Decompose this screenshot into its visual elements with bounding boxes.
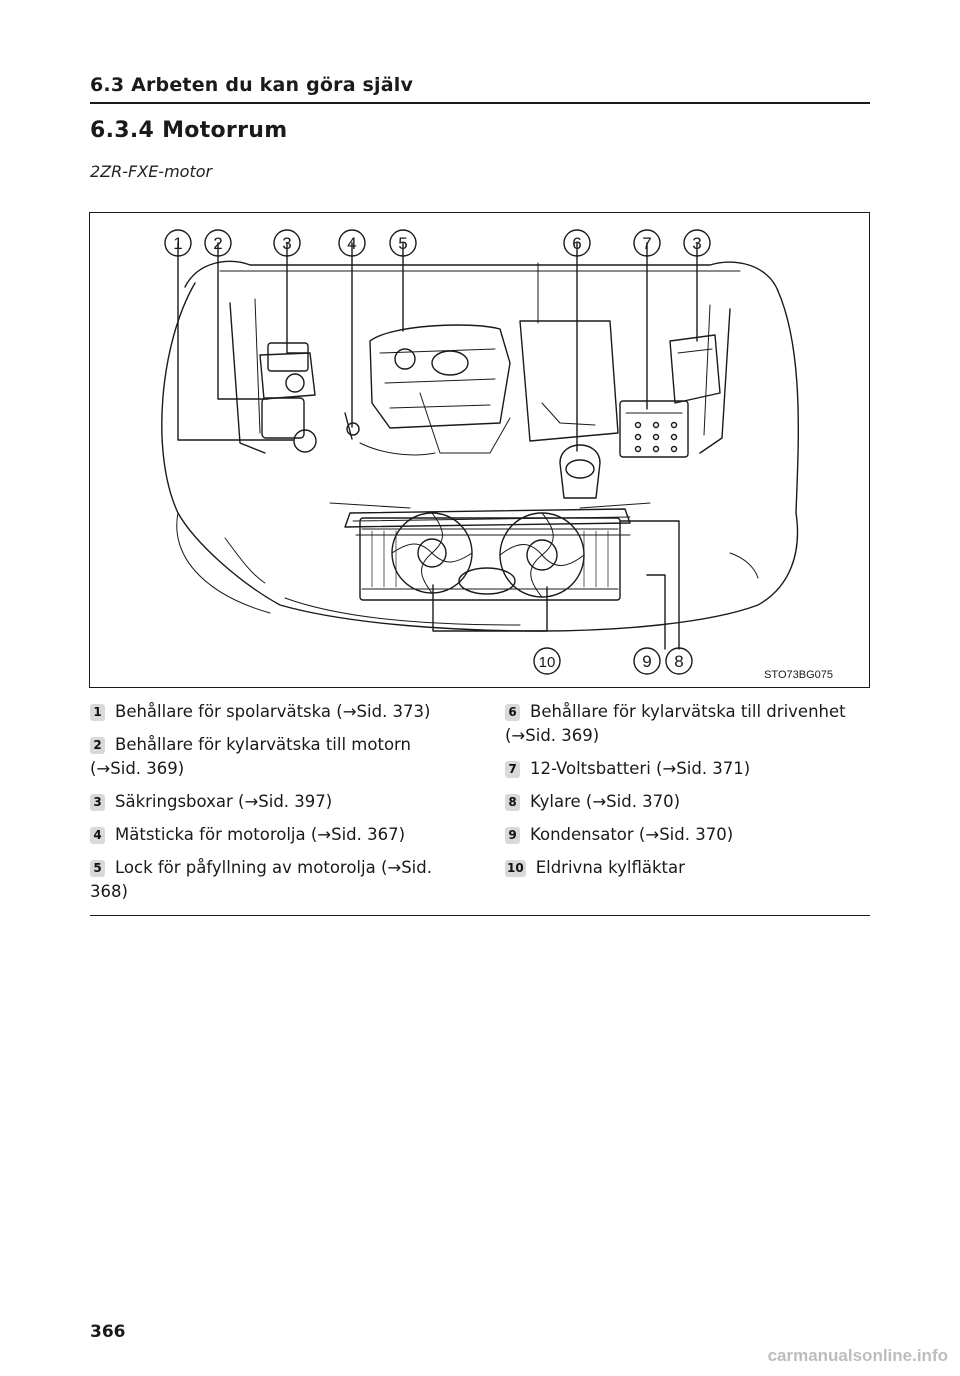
- engine-bay-figure: 1 2 3 4 5 6 7 3 10 9 8 STO73BG075: [89, 212, 870, 688]
- legend-item: 10 Eldrivna kylfläktar: [505, 856, 870, 880]
- item-number-badge: 2: [90, 737, 105, 754]
- item-number-badge: 1: [90, 704, 105, 721]
- callout-label: 3: [692, 234, 701, 253]
- legend-item: 9 Kondensator (→Sid. 370): [505, 823, 870, 847]
- legend-text: Kylare (→Sid. 370): [530, 792, 681, 811]
- callout-label: 1: [173, 234, 182, 253]
- section-header: 6.3 Arbeten du kan göra själv: [90, 74, 414, 96]
- item-number-badge: 7: [505, 761, 520, 778]
- callout-label: 5: [398, 234, 407, 253]
- page-number: 366: [90, 1322, 126, 1342]
- legend-item: 4 Mätsticka för motorolja (→Sid. 367): [90, 823, 465, 847]
- legend-item: 3 Säkringsboxar (→Sid. 397): [90, 790, 465, 814]
- callout-label: 8: [674, 652, 683, 671]
- item-number-badge: 4: [90, 827, 105, 844]
- callout-label: 7: [642, 234, 651, 253]
- engine-subtitle: 2ZR-FXE-motor: [90, 162, 213, 181]
- callout-label: 9: [642, 652, 651, 671]
- callout-label: 2: [213, 234, 222, 253]
- item-number-badge: 6: [505, 704, 520, 721]
- callout-label: 3: [282, 234, 291, 253]
- callout-label: 6: [572, 234, 581, 253]
- legend-text: Eldrivna kylfläktar: [535, 858, 685, 877]
- legend-text: Behållare för kylarvätska till drivenhet…: [505, 702, 846, 745]
- item-number-badge: 10: [505, 860, 526, 877]
- engine-bay-illustration: 1 2 3 4 5 6 7 3 10 9 8: [161, 229, 800, 675]
- legend-text: Behållare för spolarvätska (→Sid. 373): [115, 702, 431, 721]
- figure-code: STO73BG075: [764, 669, 833, 681]
- legend-text: Lock för påfyllning av motorolja (→Sid. …: [90, 858, 432, 901]
- legend-item: 8 Kylare (→Sid. 370): [505, 790, 870, 814]
- legend-item: 7 12-Voltsbatteri (→Sid. 371): [505, 757, 870, 781]
- watermark: carmanualsonline.info: [767, 1346, 948, 1365]
- callout-label: 10: [539, 654, 556, 671]
- legend-text: Mätsticka för motorolja (→Sid. 367): [115, 825, 406, 844]
- legend-item: 1 Behållare för spolarvätska (→Sid. 373): [90, 700, 465, 724]
- bottom-divider: [90, 915, 870, 916]
- item-number-badge: 8: [505, 794, 520, 811]
- item-number-badge: 3: [90, 794, 105, 811]
- legend-text: Kondensator (→Sid. 370): [530, 825, 734, 844]
- callout-label: 4: [347, 234, 356, 253]
- legend-text: 12-Voltsbatteri (→Sid. 371): [530, 759, 751, 778]
- legend-text: Säkringsboxar (→Sid. 397): [115, 792, 333, 811]
- legend-text: Behållare för kylarvätska till motorn (→…: [90, 735, 411, 778]
- item-number-badge: 9: [505, 827, 520, 844]
- page-title: 6.3.4 Motorrum: [90, 118, 288, 143]
- section-divider: [90, 102, 870, 104]
- item-number-badge: 5: [90, 860, 105, 877]
